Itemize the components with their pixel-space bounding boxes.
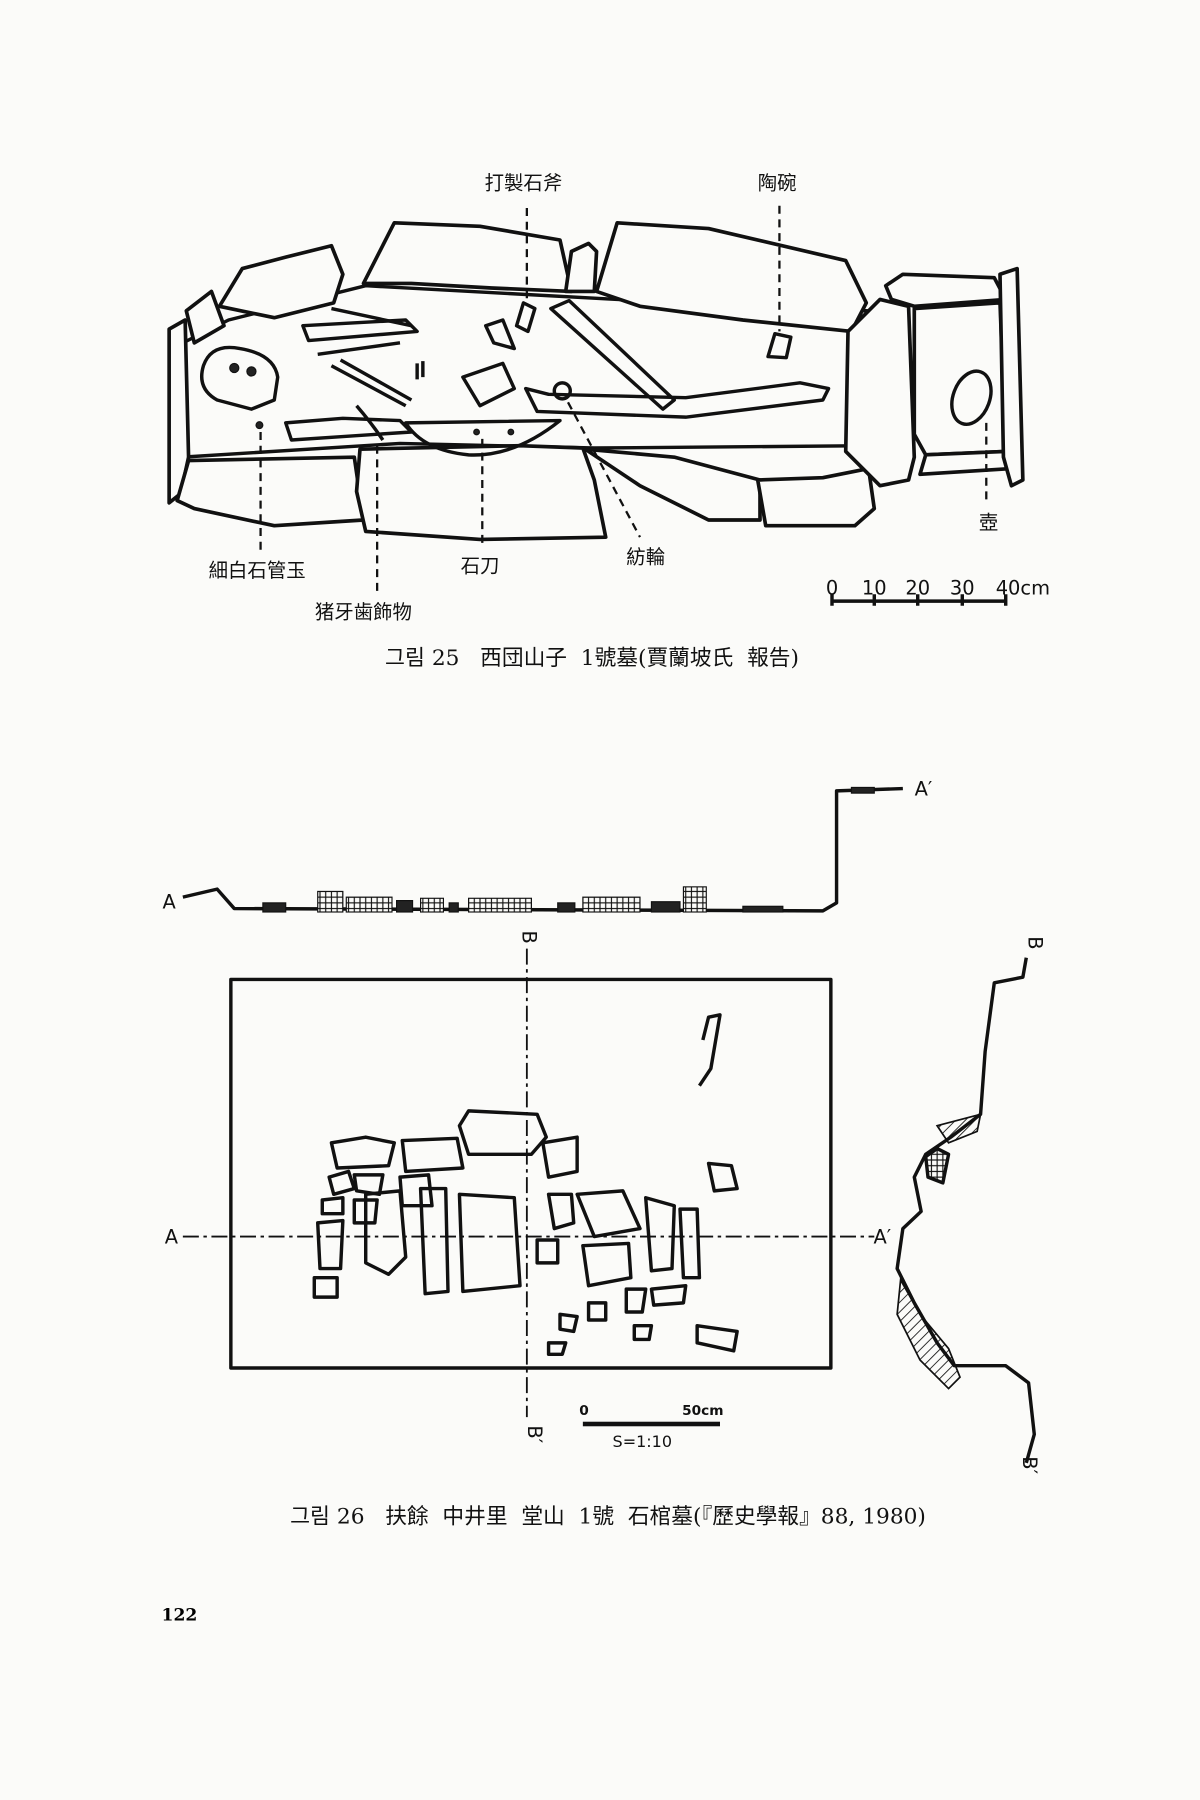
scale-tick: 10	[862, 576, 887, 599]
plan-label-a-prime: A′	[873, 1225, 891, 1248]
skull	[200, 345, 280, 411]
pelvis-fragment	[483, 318, 516, 351]
stone-slab	[583, 447, 762, 522]
stone-slab	[998, 266, 1025, 488]
figure-26-caption: 그림 26 扶餘 中井里 堂山 1號 石棺墓(『歷史學報』88, 1980)	[290, 1504, 926, 1529]
plan-stones	[312, 1013, 739, 1356]
leg-bone-femur	[284, 416, 414, 442]
scale-ratio: S=1:10	[613, 1432, 673, 1451]
label-spindle-whorl: 紡輪	[626, 545, 665, 568]
label-jar: 壺	[979, 511, 998, 534]
label-pottery-bowl: 陶碗	[758, 172, 797, 195]
section-profile-a	[182, 786, 903, 913]
arm-bone	[301, 318, 419, 343]
jar	[950, 369, 993, 426]
tube-bead	[255, 421, 264, 430]
stone-slab	[755, 466, 877, 528]
stone-slab	[563, 241, 599, 294]
scale-tick: 40cm	[996, 576, 1050, 599]
skull-eye	[229, 362, 240, 374]
pottery-bowl	[766, 332, 793, 360]
section-profile-b	[895, 957, 1036, 1464]
plan-label-b: B	[517, 930, 540, 943]
skull-eye	[246, 366, 257, 377]
section-label-a: A	[163, 891, 177, 914]
scale-bar-25: 0 10 20 30 40cm	[826, 576, 1050, 606]
leg-bone	[524, 381, 831, 419]
pelvis-fragment	[461, 361, 516, 408]
coffin-plan-outline	[229, 977, 833, 1370]
stone-slab	[184, 289, 226, 345]
leg-bone	[549, 298, 676, 411]
scale-zero: 0	[579, 1403, 589, 1419]
boar-tusk	[355, 404, 385, 441]
figure-25-burial-drawing: 打製石斧 陶碗 細白石管玉 猪牙歯飾物 石刀 紡輪 壺 0 10 20 30 4…	[167, 172, 1050, 671]
stone-slab	[354, 443, 608, 542]
section-hatch	[935, 1113, 982, 1144]
stone-slab	[361, 221, 574, 294]
knife-hole	[507, 428, 515, 436]
stone-slab	[883, 272, 1008, 309]
page-number: 122	[162, 1606, 198, 1626]
rib-bone	[415, 361, 425, 380]
section-stones	[262, 786, 875, 913]
label-chipped-axe: 打製石斧	[485, 172, 563, 195]
scale-tick: 0	[826, 576, 838, 599]
arm-bone	[317, 306, 412, 356]
section-hatch	[896, 1277, 962, 1390]
label-tube-beads: 細白石管玉	[209, 559, 306, 582]
section-label-b-prime: B′	[1018, 1456, 1041, 1474]
stone-slab	[217, 243, 345, 320]
stone-knife	[403, 418, 562, 457]
section-stone	[924, 1146, 951, 1185]
stone-slab	[594, 221, 869, 334]
label-stone-knife: 石刀	[461, 555, 500, 578]
stone-slab	[918, 449, 1014, 477]
scale-end: 50cm	[682, 1403, 723, 1419]
label-boar-tusk: 猪牙歯飾物	[315, 600, 412, 623]
spindle-whorl	[552, 381, 572, 401]
section-label-a-prime: A′	[915, 777, 933, 800]
section-label-b: B	[1024, 936, 1047, 949]
plan-label-b-prime: B′	[523, 1425, 546, 1443]
chipped-axe	[514, 301, 537, 334]
arm-bone	[330, 358, 413, 408]
stone-slab	[175, 455, 366, 528]
figure-25-caption: 그림 25 西団山子 1號墓(賈蘭坡氏 報告)	[385, 646, 799, 671]
scale-bar-26: 0 50cm S=1:10	[579, 1403, 723, 1451]
plan-label-a: A	[165, 1225, 179, 1248]
scale-tick: 20	[905, 576, 930, 599]
figure-26-stone-coffin-drawing: A A′ A A′ B B′	[163, 777, 1047, 1529]
knife-hole	[473, 428, 480, 436]
stone-slab	[843, 297, 917, 488]
scale-bar	[582, 1421, 720, 1427]
scale-tick: 30	[950, 576, 975, 599]
